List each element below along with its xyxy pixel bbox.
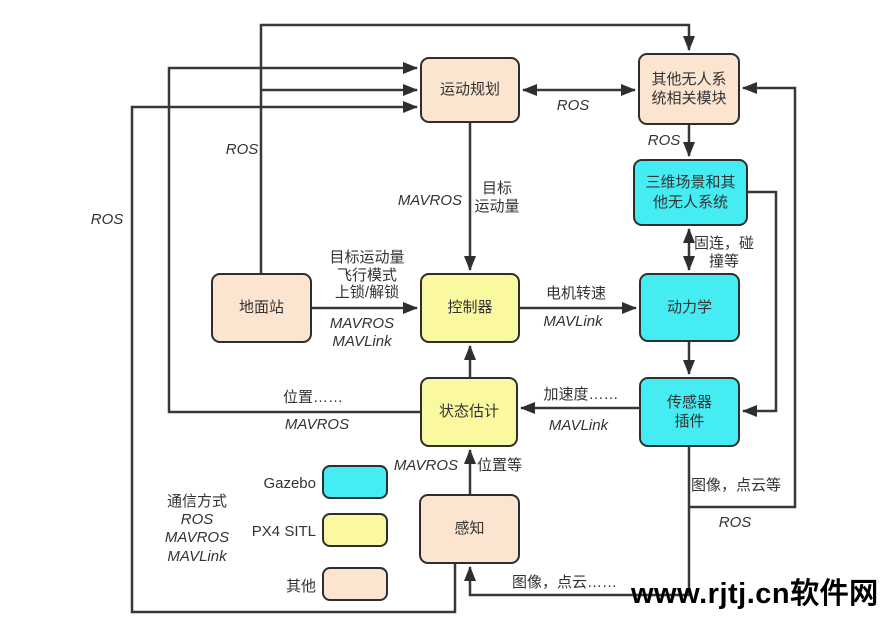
- label-ros-other-scene: ROS: [647, 132, 681, 149]
- legend-label-gazebo: Gazebo: [263, 475, 316, 492]
- node-3d-scene: 三维场景和其 他无人系统: [633, 159, 748, 226]
- edge-perception-to-planning: [130, 101, 457, 614]
- label-motor-speed: 电机转速: [545, 285, 606, 302]
- label-image-pointcloud-etc: 图像，点云等: [691, 477, 782, 494]
- edge-scene-to-sensor: [742, 190, 778, 417]
- label-target-motion: 目标 运动量: [474, 180, 520, 215]
- node-ground-station: 地面站: [211, 273, 312, 343]
- edge-ground-to-other: [259, 23, 695, 273]
- legend-swatch-px4-sitl: [322, 513, 388, 547]
- label-ground-controller-data: 目标运动量 飞行模式 上锁/解锁: [329, 249, 405, 302]
- edge-state-to-planning: [167, 62, 420, 414]
- label-ros-ground: ROS: [225, 141, 259, 158]
- label-ros-outer-left: ROS: [90, 211, 124, 228]
- node-state-estimation: 状态估计: [420, 377, 518, 447]
- legend-label-px4-sitl: PX4 SITL: [251, 523, 316, 540]
- label-position-dots: 位置……: [282, 389, 343, 406]
- node-sensor-plugin: 传感器 插件: [639, 377, 740, 447]
- label-ros-planning-other: ROS: [556, 97, 590, 114]
- label-mavlink-sensor-state: MAVLink: [548, 417, 609, 434]
- node-perception: 感知: [419, 494, 520, 564]
- legend-swatch-gazebo: [322, 465, 388, 499]
- label-image-pointcloud-dots: 图像，点云……: [512, 574, 618, 591]
- node-controller: 控制器: [420, 273, 520, 343]
- watermark-text: www.rjtj.cn软件网: [631, 578, 879, 610]
- label-mavlink-controller-dynamics: MAVLink: [543, 313, 603, 330]
- legend-swatch-other: [322, 567, 388, 601]
- legend-label-other: 其他: [285, 578, 316, 595]
- label-mavros-state-planning: MAVROS: [284, 416, 350, 433]
- legend-comm-title: 通信方式: [166, 493, 227, 510]
- label-ground-controller-protocols: MAVROS MAVLink: [329, 315, 395, 350]
- label-position-etc: 位置等: [477, 457, 523, 474]
- label-mavros-perception-state: MAVROS: [393, 457, 458, 474]
- label-mavros-planning-controller: MAVROS: [397, 192, 462, 209]
- node-motion-planning: 运动规划: [420, 57, 520, 123]
- edge-sensor-to-perception: [464, 447, 691, 597]
- label-ros-sensor-other: ROS: [718, 514, 752, 531]
- label-fixed-collision: 固连，碰 撞等: [693, 235, 754, 270]
- legend-comm-protocols: ROS MAVROS MAVLink: [164, 511, 230, 565]
- node-other-uas-modules: 其他无人系 统相关模块: [638, 53, 740, 125]
- node-dynamics: 动力学: [639, 273, 740, 342]
- edge-sensor-to-other: [689, 82, 797, 509]
- label-acceleration: 加速度……: [543, 386, 619, 403]
